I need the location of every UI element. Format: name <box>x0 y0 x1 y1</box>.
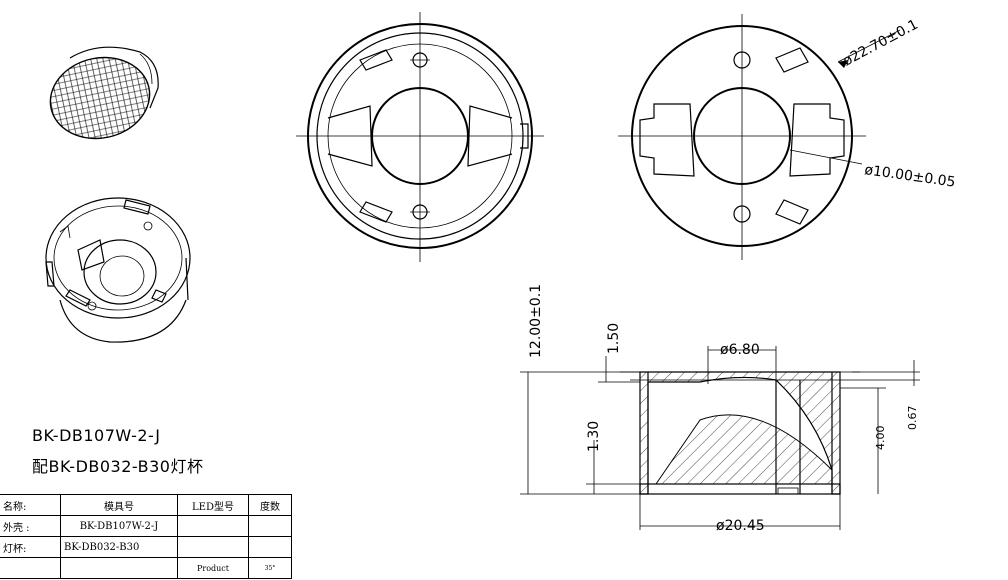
table-cell <box>177 515 249 537</box>
table-cell: BK-DB107W-2-J <box>60 515 178 537</box>
part-number-label: BK-DB107W-2-J <box>32 426 161 445</box>
dim-step-low: 1.30 <box>586 421 602 452</box>
dim-depth: 4.00 <box>874 426 887 451</box>
dim-inner-dia: ø10.00±0.05 <box>863 162 956 191</box>
table-cell: 名称: <box>0 494 61 516</box>
table-cell <box>177 536 249 558</box>
title-block-table: 名称: 模具号 LED型号 度数 外壳 : BK-DB107W-2-J 灯杯: … <box>0 494 292 579</box>
table-cell <box>248 515 292 537</box>
table-row: 外壳 : BK-DB107W-2-J <box>0 515 292 537</box>
dim-base-dia: ø20.45 <box>716 518 765 534</box>
dim-outer-dia: ø22.70±0.1 <box>840 17 920 70</box>
table-cell <box>248 536 292 558</box>
table-cell: LED型号 <box>177 494 249 516</box>
dim-step-top: 1.50 <box>606 323 622 354</box>
top-view-right <box>618 14 901 260</box>
holder-perspective <box>45 197 191 343</box>
dim-lip: 0.67 <box>906 406 919 431</box>
table-cell <box>60 557 178 579</box>
table-row: 灯杯: BK-DB032-B30 <box>0 536 292 558</box>
table-row: Product 35° <box>0 557 292 579</box>
table-row: 名称: 模具号 LED型号 度数 <box>0 494 292 516</box>
table-cell: 度数 <box>248 494 292 516</box>
dimension-lines <box>520 346 920 530</box>
mate-note-label: 配BK-DB032-B30灯杯 <box>32 457 204 476</box>
table-cell: 模具号 <box>60 494 178 516</box>
section-view <box>620 371 860 495</box>
dim-top-dia: ø6.80 <box>720 342 760 358</box>
table-cell <box>0 557 61 579</box>
table-cell: 外壳 : <box>0 515 61 537</box>
table-cell: BK-DB032-B30 <box>60 536 178 558</box>
table-cell: 35° <box>248 557 292 579</box>
lens-cap-perspective <box>49 46 159 140</box>
dim-height: 12.00±0.1 <box>528 284 544 358</box>
top-view-left <box>296 12 544 262</box>
table-cell: 灯杯: <box>0 536 61 558</box>
table-cell: Product <box>177 557 249 579</box>
